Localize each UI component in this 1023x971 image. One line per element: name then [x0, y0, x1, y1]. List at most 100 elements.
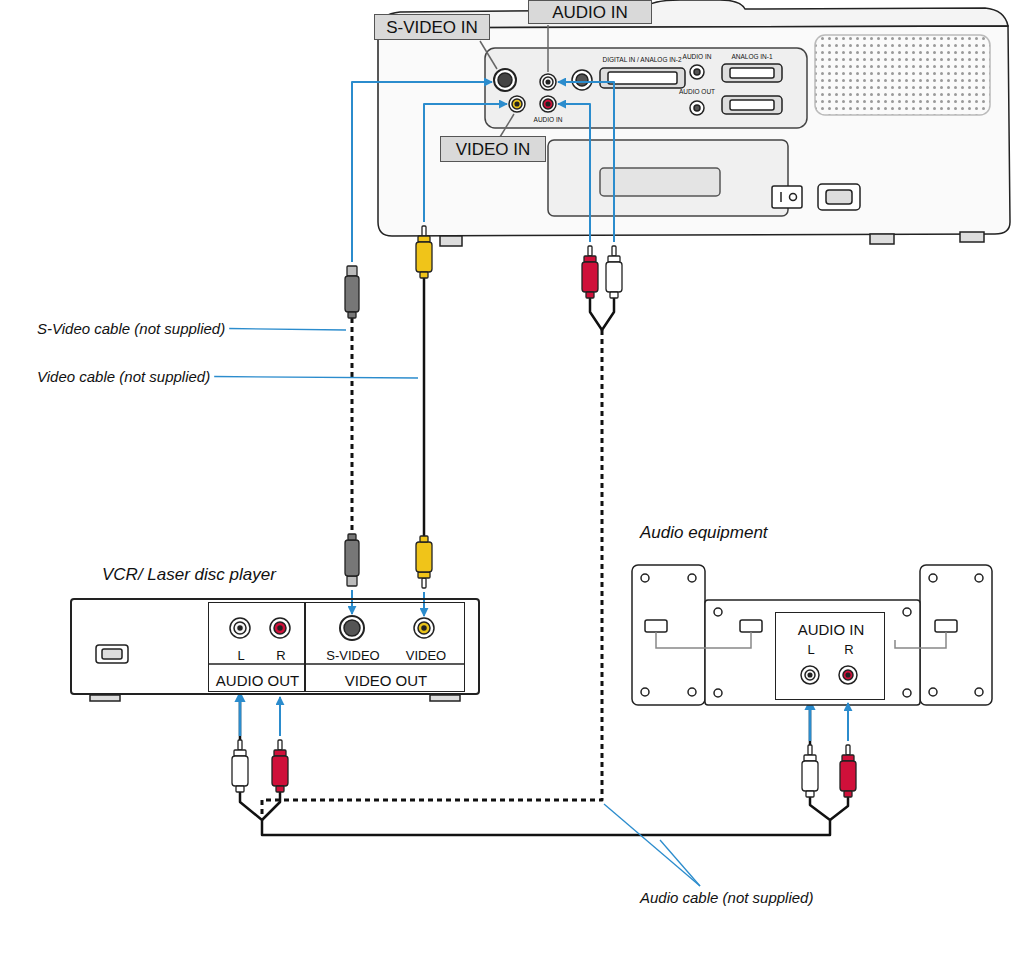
- cable-plug: [232, 740, 248, 792]
- callout-label: VIDEO IN: [456, 141, 531, 158]
- cable-plug: [345, 266, 359, 318]
- plug-part: [347, 576, 357, 586]
- plug-part: [274, 750, 286, 756]
- audio-equipment: [632, 565, 992, 705]
- jack-panel: S-VIDEO VIDEO VIDEO OUT: [305, 602, 465, 692]
- plug-part: [804, 755, 816, 761]
- plug-part: [236, 786, 244, 792]
- callout-label: S-VIDEO IN: [386, 19, 478, 36]
- port-label: AUDIO IN: [683, 54, 712, 61]
- cable-plug: [416, 536, 432, 588]
- audio-cable: [602, 298, 614, 330]
- plug-part: [582, 262, 598, 292]
- callout-box: VIDEO IN: [440, 136, 546, 162]
- plug-part: [416, 542, 432, 572]
- audio-cable: [590, 298, 602, 330]
- cable-label: S-Video cable (not supplied): [37, 321, 225, 336]
- cable-plug: [840, 745, 856, 797]
- port-label: AUDIO OUT: [679, 89, 715, 96]
- plug-part: [420, 272, 428, 278]
- port-label: AUDIO IN: [534, 117, 563, 124]
- plug-part: [234, 750, 246, 756]
- leader-line: [214, 377, 418, 379]
- jack-label: R: [276, 649, 285, 662]
- connect-arrow: [558, 82, 614, 242]
- plug-part: [802, 761, 818, 791]
- jack-label: VIDEO: [406, 649, 446, 662]
- cable-label: Video cable (not supplied): [37, 369, 210, 384]
- device-heading: VCR/ Laser disc player: [102, 566, 276, 583]
- plug-part: [608, 256, 620, 262]
- plug-part: [272, 756, 288, 786]
- audio-cable: [240, 692, 830, 835]
- plug-part: [806, 791, 814, 797]
- cable-label: Audio cable (not supplied): [640, 890, 813, 905]
- plug-part: [348, 534, 356, 540]
- plug-part: [586, 292, 594, 298]
- device-heading: Audio equipment: [640, 524, 768, 541]
- connect-arrow: [423, 592, 425, 616]
- plug-part: [588, 246, 592, 256]
- jack-panel: AUDIO IN L R: [775, 612, 885, 700]
- plug-part: [418, 572, 430, 578]
- plug-part: [606, 262, 622, 292]
- jack-label: L: [237, 649, 244, 662]
- cables: [240, 82, 848, 820]
- cable-plug: [606, 246, 622, 298]
- jack-label: L: [807, 643, 814, 656]
- plug-part: [278, 740, 282, 750]
- plug-part: [420, 536, 428, 542]
- plug-part: [610, 292, 618, 298]
- audio-cable: [262, 330, 602, 818]
- port-label: DIGITAL IN / ANALOG IN-2: [602, 57, 681, 64]
- vcr-box: LRAUDIO OUTS-VIDEOVIDEOVIDEO OUTVCR/ Las…: [70, 598, 480, 695]
- s-video-cable: [351, 318, 354, 534]
- plug-part: [422, 578, 426, 588]
- connect-arrow: [558, 104, 590, 242]
- callout-box: S-VIDEO IN: [374, 14, 490, 40]
- cable-plug: [416, 226, 432, 278]
- audio-cable: [262, 792, 280, 820]
- cable-plug: [802, 745, 818, 797]
- connect-arrow: [424, 104, 507, 222]
- connect-arrow: [239, 702, 242, 736]
- plug-part: [345, 540, 359, 576]
- jack-panel: L R AUDIO OUT: [208, 602, 305, 692]
- jack-label: S-VIDEO: [326, 649, 379, 662]
- leader-line: [604, 804, 700, 886]
- leader-lines: [214, 329, 700, 887]
- video-cable: [423, 278, 426, 536]
- plug-part: [232, 756, 248, 786]
- audio-cable: [830, 797, 848, 820]
- plug-part: [808, 745, 812, 755]
- cable-plug: [272, 740, 288, 792]
- plug-part: [348, 312, 356, 318]
- cable-plug: [582, 246, 598, 298]
- plug-part: [422, 226, 426, 236]
- plug-part: [345, 276, 359, 312]
- connect-arrow: [352, 82, 492, 262]
- connect-arrow: [847, 703, 849, 741]
- callout-box: AUDIO IN: [528, 0, 652, 24]
- plug-part: [418, 236, 430, 242]
- plug-part: [347, 266, 357, 276]
- jack-label: AUDIO OUT: [216, 673, 299, 688]
- leader-line: [229, 329, 346, 331]
- vcr-player: [70, 598, 480, 701]
- jack-label: VIDEO OUT: [345, 673, 428, 688]
- jack-label: R: [844, 643, 853, 656]
- callout-label: AUDIO IN: [552, 4, 628, 21]
- plug-part: [416, 242, 432, 272]
- plugs: [232, 226, 856, 797]
- plug-part: [840, 761, 856, 791]
- plug-part: [584, 256, 596, 262]
- leader-line: [660, 840, 700, 886]
- plug-part: [844, 791, 852, 797]
- jack-label: AUDIO IN: [798, 622, 865, 637]
- plug-part: [846, 745, 850, 755]
- plug-part: [238, 740, 242, 750]
- cable-plug: [345, 534, 359, 586]
- connect-arrow: [809, 707, 812, 741]
- plug-part: [276, 786, 284, 792]
